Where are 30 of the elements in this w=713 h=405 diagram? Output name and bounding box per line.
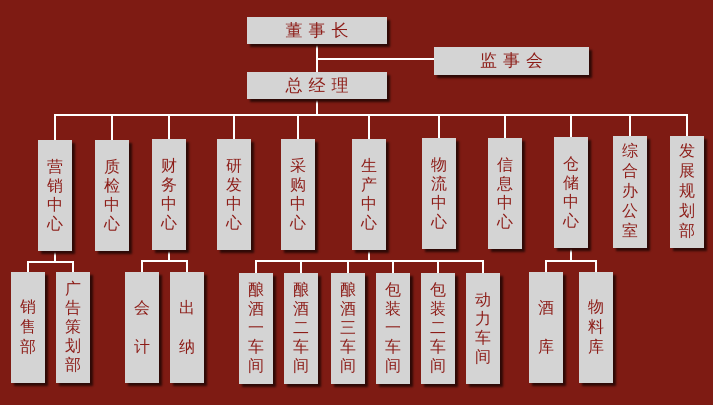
department-box: 研发中心 — [217, 139, 251, 250]
department-box: 销售部 — [11, 272, 45, 383]
department-box: 包装一车间 — [376, 273, 410, 384]
department-box: 包装二车间 — [421, 273, 455, 384]
department-box: 会计 — [125, 272, 159, 383]
department-box: 生产中心 — [352, 139, 386, 250]
department-box: 物料库 — [579, 272, 613, 383]
department-box: 综合办公室 — [613, 136, 647, 248]
department-box: 仓储中心 — [554, 137, 588, 248]
position-box: 董事长 — [247, 17, 387, 44]
department-box: 广告策划部 — [56, 272, 90, 383]
department-box: 出纳 — [170, 272, 204, 383]
department-box: 采购中心 — [281, 139, 315, 250]
department-box: 酒库 — [529, 272, 563, 383]
department-box: 物流中心 — [422, 138, 456, 249]
department-box: 动力车间 — [466, 273, 500, 384]
position-box: 监事会 — [434, 47, 589, 75]
department-box: 财务中心 — [152, 139, 186, 250]
department-box: 营销中心 — [38, 140, 72, 251]
connector-line — [316, 44, 434, 60]
connector-line — [168, 250, 188, 272]
position-box: 总经理 — [247, 72, 387, 99]
department-box: 酿酒二车间 — [284, 273, 318, 384]
connector-line — [316, 99, 688, 136]
connector-line — [54, 251, 74, 272]
department-box: 信息中心 — [488, 138, 522, 249]
department-box: 发展规划部 — [670, 136, 704, 248]
department-box: 酿酒三车间 — [331, 273, 365, 384]
department-box: 酿酒一车间 — [239, 273, 273, 384]
department-box: 质检中心 — [95, 140, 129, 251]
